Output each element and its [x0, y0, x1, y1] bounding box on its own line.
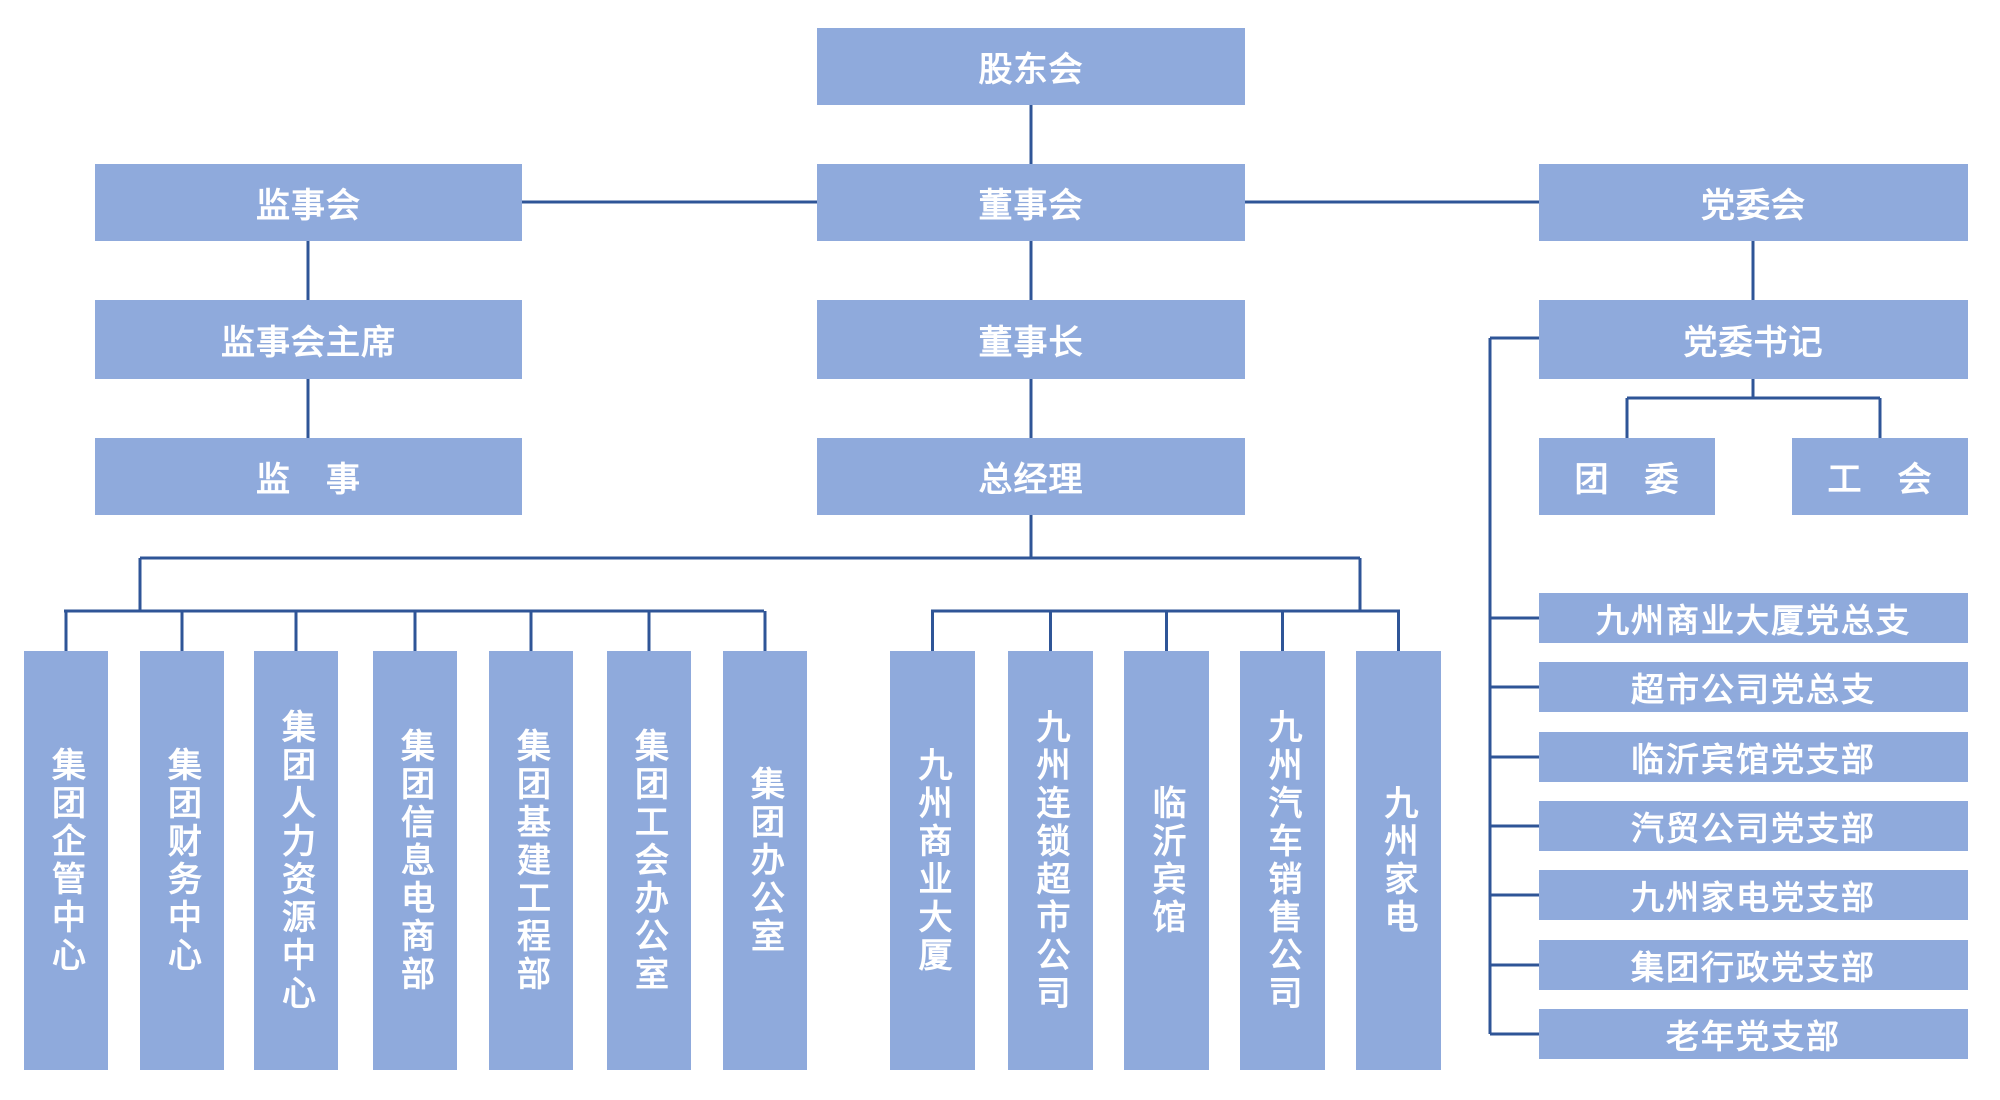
subsidiary-label: 九州商业大厦 [912, 746, 952, 975]
department-box: 集团工会办公室 [607, 651, 691, 1070]
party-branch-label: 九州家电党支部 [1631, 878, 1876, 917]
subsidiary-label: 九州家电 [1378, 784, 1418, 937]
department-box: 集团信息电商部 [373, 651, 457, 1070]
party-branch-box: 汽贸公司党支部 [1539, 801, 1968, 851]
subsidiary-box: 九州连锁超市公司 [1008, 651, 1093, 1070]
supervisor-label: 监 事 [256, 460, 361, 500]
department-label: 集团工会办公室 [628, 727, 669, 994]
labor-union-box: 工 会 [1792, 438, 1968, 515]
subsidiary-box: 九州家电 [1356, 651, 1441, 1070]
party-branch-label: 集团行政党支部 [1631, 948, 1876, 987]
party-secretary-box: 党委书记 [1539, 300, 1968, 379]
supervisory-chair-box: 监事会主席 [95, 300, 522, 379]
subsidiary-label: 临沂宾馆 [1146, 784, 1186, 937]
department-label: 集团基建工程部 [510, 727, 551, 994]
party-secretary-label: 党委书记 [1683, 323, 1824, 363]
supervisor-box: 监 事 [95, 438, 522, 515]
general-manager-label: 总经理 [978, 460, 1084, 500]
party-committee-box: 党委会 [1539, 164, 1968, 241]
department-box: 集团办公室 [723, 651, 807, 1070]
department-label: 集团财务中心 [161, 746, 202, 975]
subsidiary-label: 九州连锁超市公司 [1030, 708, 1070, 1013]
board-of-directors-label: 董事会 [978, 186, 1084, 226]
department-box: 集团企管中心 [24, 651, 108, 1070]
party-branch-box: 九州家电党支部 [1539, 870, 1968, 920]
party-branch-box: 临沂宾馆党支部 [1539, 732, 1968, 782]
department-label: 集团人力资源中心 [275, 708, 316, 1013]
party-branch-label: 九州商业大厦党总支 [1596, 601, 1911, 640]
subsidiary-box: 九州商业大厦 [890, 651, 975, 1070]
labor-union-label: 工 会 [1827, 460, 1933, 500]
department-label: 集团办公室 [744, 765, 785, 956]
department-box: 集团财务中心 [140, 651, 224, 1070]
party-branch-label: 超市公司党总支 [1631, 670, 1876, 709]
youth-league-label: 团 委 [1574, 460, 1680, 500]
youth-league-box: 团 委 [1539, 438, 1715, 515]
department-label: 集团信息电商部 [394, 727, 435, 994]
department-label: 集团企管中心 [45, 746, 86, 975]
shareholders-meeting-box: 股东会 [817, 28, 1245, 105]
subsidiary-label: 九州汽车销售公司 [1262, 708, 1302, 1013]
shareholders-meeting-label: 股东会 [978, 50, 1084, 90]
party-branch-box: 九州商业大厦党总支 [1539, 593, 1968, 643]
supervisory-board-label: 监事会 [256, 186, 361, 226]
chairman-label: 董事长 [978, 323, 1084, 363]
party-branch-label: 临沂宾馆党支部 [1631, 740, 1876, 779]
supervisory-chair-label: 监事会主席 [221, 323, 396, 363]
party-branch-label: 汽贸公司党支部 [1631, 809, 1876, 848]
party-branch-box: 集团行政党支部 [1539, 940, 1968, 990]
chairman-box: 董事长 [817, 300, 1245, 379]
party-committee-label: 党委会 [1701, 186, 1806, 226]
party-branch-box: 老年党支部 [1539, 1009, 1968, 1059]
board-of-directors-box: 董事会 [817, 164, 1245, 241]
general-manager-box: 总经理 [817, 438, 1245, 515]
subsidiary-box: 临沂宾馆 [1124, 651, 1209, 1070]
party-branch-box: 超市公司党总支 [1539, 662, 1968, 712]
subsidiary-box: 九州汽车销售公司 [1240, 651, 1325, 1070]
party-branch-label: 老年党支部 [1666, 1017, 1841, 1056]
department-box: 集团人力资源中心 [254, 651, 338, 1070]
supervisory-board-box: 监事会 [95, 164, 522, 241]
department-box: 集团基建工程部 [489, 651, 573, 1070]
